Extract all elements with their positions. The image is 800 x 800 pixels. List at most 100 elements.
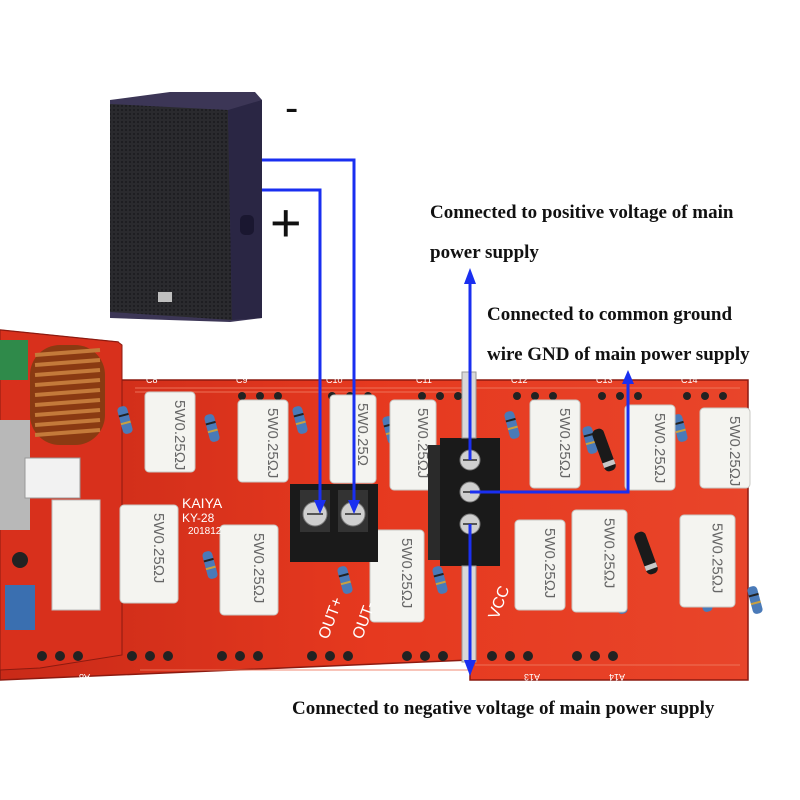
pad: [598, 392, 606, 400]
ground-caption-line2: wire GND of main power supply: [487, 344, 750, 365]
pad: [531, 392, 539, 400]
pad: [55, 651, 65, 661]
cement-resistor: 5W0.25ΩJ: [219, 524, 279, 616]
output-terminal-block: [290, 484, 378, 562]
speaker-cabinet: [110, 92, 262, 322]
negative-caption: Connected to negative voltage of main po…: [292, 698, 715, 719]
pad: [436, 392, 444, 400]
cap-label: C13: [596, 375, 613, 385]
positive-caption-line2: power supply: [430, 242, 539, 263]
cement-resistor: 5W0.25ΩJ: [699, 407, 751, 489]
pad: [163, 651, 173, 661]
pad: [549, 392, 557, 400]
cement-resistor: 5W0.25ΩJ: [144, 391, 196, 473]
resistor-marking: 5W0.25ΩJ: [601, 518, 618, 588]
cement-resistor: 5W0.25ΩJ: [624, 404, 676, 491]
small-resistor: [117, 406, 133, 434]
cap-label: C8: [146, 375, 158, 385]
small-resistor: [747, 586, 763, 614]
amp-label: A10: [254, 672, 270, 682]
pad: [420, 651, 430, 661]
pad: [37, 651, 47, 661]
small-resistor: [504, 411, 520, 439]
amp-label: A13: [524, 672, 540, 682]
pad: [343, 651, 353, 661]
ground-arrow: [470, 382, 630, 494]
pad: [616, 392, 624, 400]
board-brand: KAIYA: [182, 495, 223, 511]
positive-caption-line1: Connected to positive voltage of main: [430, 202, 734, 223]
board-model: KY-28: [182, 511, 215, 525]
amp-label: A11: [345, 672, 360, 682]
pad: [274, 392, 282, 400]
speaker-wires: [262, 158, 360, 514]
cap-label: C11: [416, 375, 432, 385]
resistor-marking: 5W0.25ΩJ: [541, 528, 558, 598]
pad: [256, 392, 264, 400]
pad: [701, 392, 709, 400]
resistor-marking: 5W0.25ΩJ: [414, 408, 431, 478]
resistor-marking: 5W0.25Ω: [354, 403, 371, 466]
diodes: [592, 428, 658, 575]
resistor-marking: 5W0.25ΩJ: [250, 533, 267, 603]
pad: [438, 651, 448, 661]
pad: [217, 651, 227, 661]
cap-label: C10: [326, 375, 343, 385]
pad: [590, 651, 600, 661]
pad: [608, 651, 618, 661]
cap-label: C12: [511, 375, 528, 385]
speaker-minus-sign: -: [285, 86, 299, 130]
inductor-coil: [0, 340, 105, 630]
amp-label-row: A8 A9 A10 A11 A12 A13 A14: [79, 672, 625, 682]
pad: [418, 392, 426, 400]
pad: [145, 651, 155, 661]
resistor-marking: 5W0.25ΩJ: [709, 523, 726, 593]
pad: [513, 392, 521, 400]
pad: [307, 651, 317, 661]
pad: [683, 392, 691, 400]
board-date: 201812: [188, 526, 222, 537]
resistor-marking: 5W0.25ΩJ: [651, 413, 668, 483]
pad: [505, 651, 515, 661]
small-resistor: [292, 406, 308, 434]
pad: [127, 651, 137, 661]
pad: [73, 651, 83, 661]
resistor-marking: 5W0.25ΩJ: [556, 408, 573, 478]
small-resistor: [337, 566, 353, 594]
amp-label: A12: [439, 672, 455, 682]
amp-label: A8: [79, 672, 90, 682]
small-resistor: [582, 426, 598, 454]
resistor-marking: 5W0.25ΩJ: [171, 400, 188, 470]
resistor-marking: 5W0.25ΩJ: [726, 416, 743, 486]
small-resistor: [672, 414, 688, 442]
pad: [487, 651, 497, 661]
cement-resistor: 5W0.25ΩJ: [571, 509, 628, 613]
cement-resistors: 5W0.25ΩJ 5W0.25ΩJ 5W0.25Ω 5W0.25ΩJ 5W0.25ΩJ 5…: [119, 391, 751, 623]
resistor-marking: 5W0.25ΩJ: [264, 408, 281, 478]
amp-label: A9: [169, 672, 180, 682]
power-arrows: [464, 268, 634, 676]
pad: [253, 651, 263, 661]
cement-resistor: 5W0.25ΩJ: [679, 514, 736, 608]
pad: [454, 392, 462, 400]
cement-resistor: 5W0.25ΩJ: [389, 399, 437, 491]
cement-resistor: 5W0.25ΩJ: [369, 529, 425, 623]
cement-resistor: 5W0.25ΩJ: [514, 519, 566, 611]
pad: [719, 392, 727, 400]
pad: [572, 651, 582, 661]
resistor-marking: 5W0.25ΩJ: [398, 538, 415, 608]
pad: [634, 392, 642, 400]
cement-resistor: 5W0.25ΩJ: [119, 504, 179, 604]
pad: [235, 651, 245, 661]
cement-resistor: 5W0.25ΩJ: [237, 399, 289, 483]
small-resistor: [204, 414, 220, 442]
small-resistor: [432, 566, 448, 594]
amp-label: A14: [609, 672, 625, 682]
speaker-plus-sign: +: [270, 193, 302, 253]
pad: [238, 392, 246, 400]
cap-label: C9: [236, 375, 248, 385]
pad: [523, 651, 533, 661]
